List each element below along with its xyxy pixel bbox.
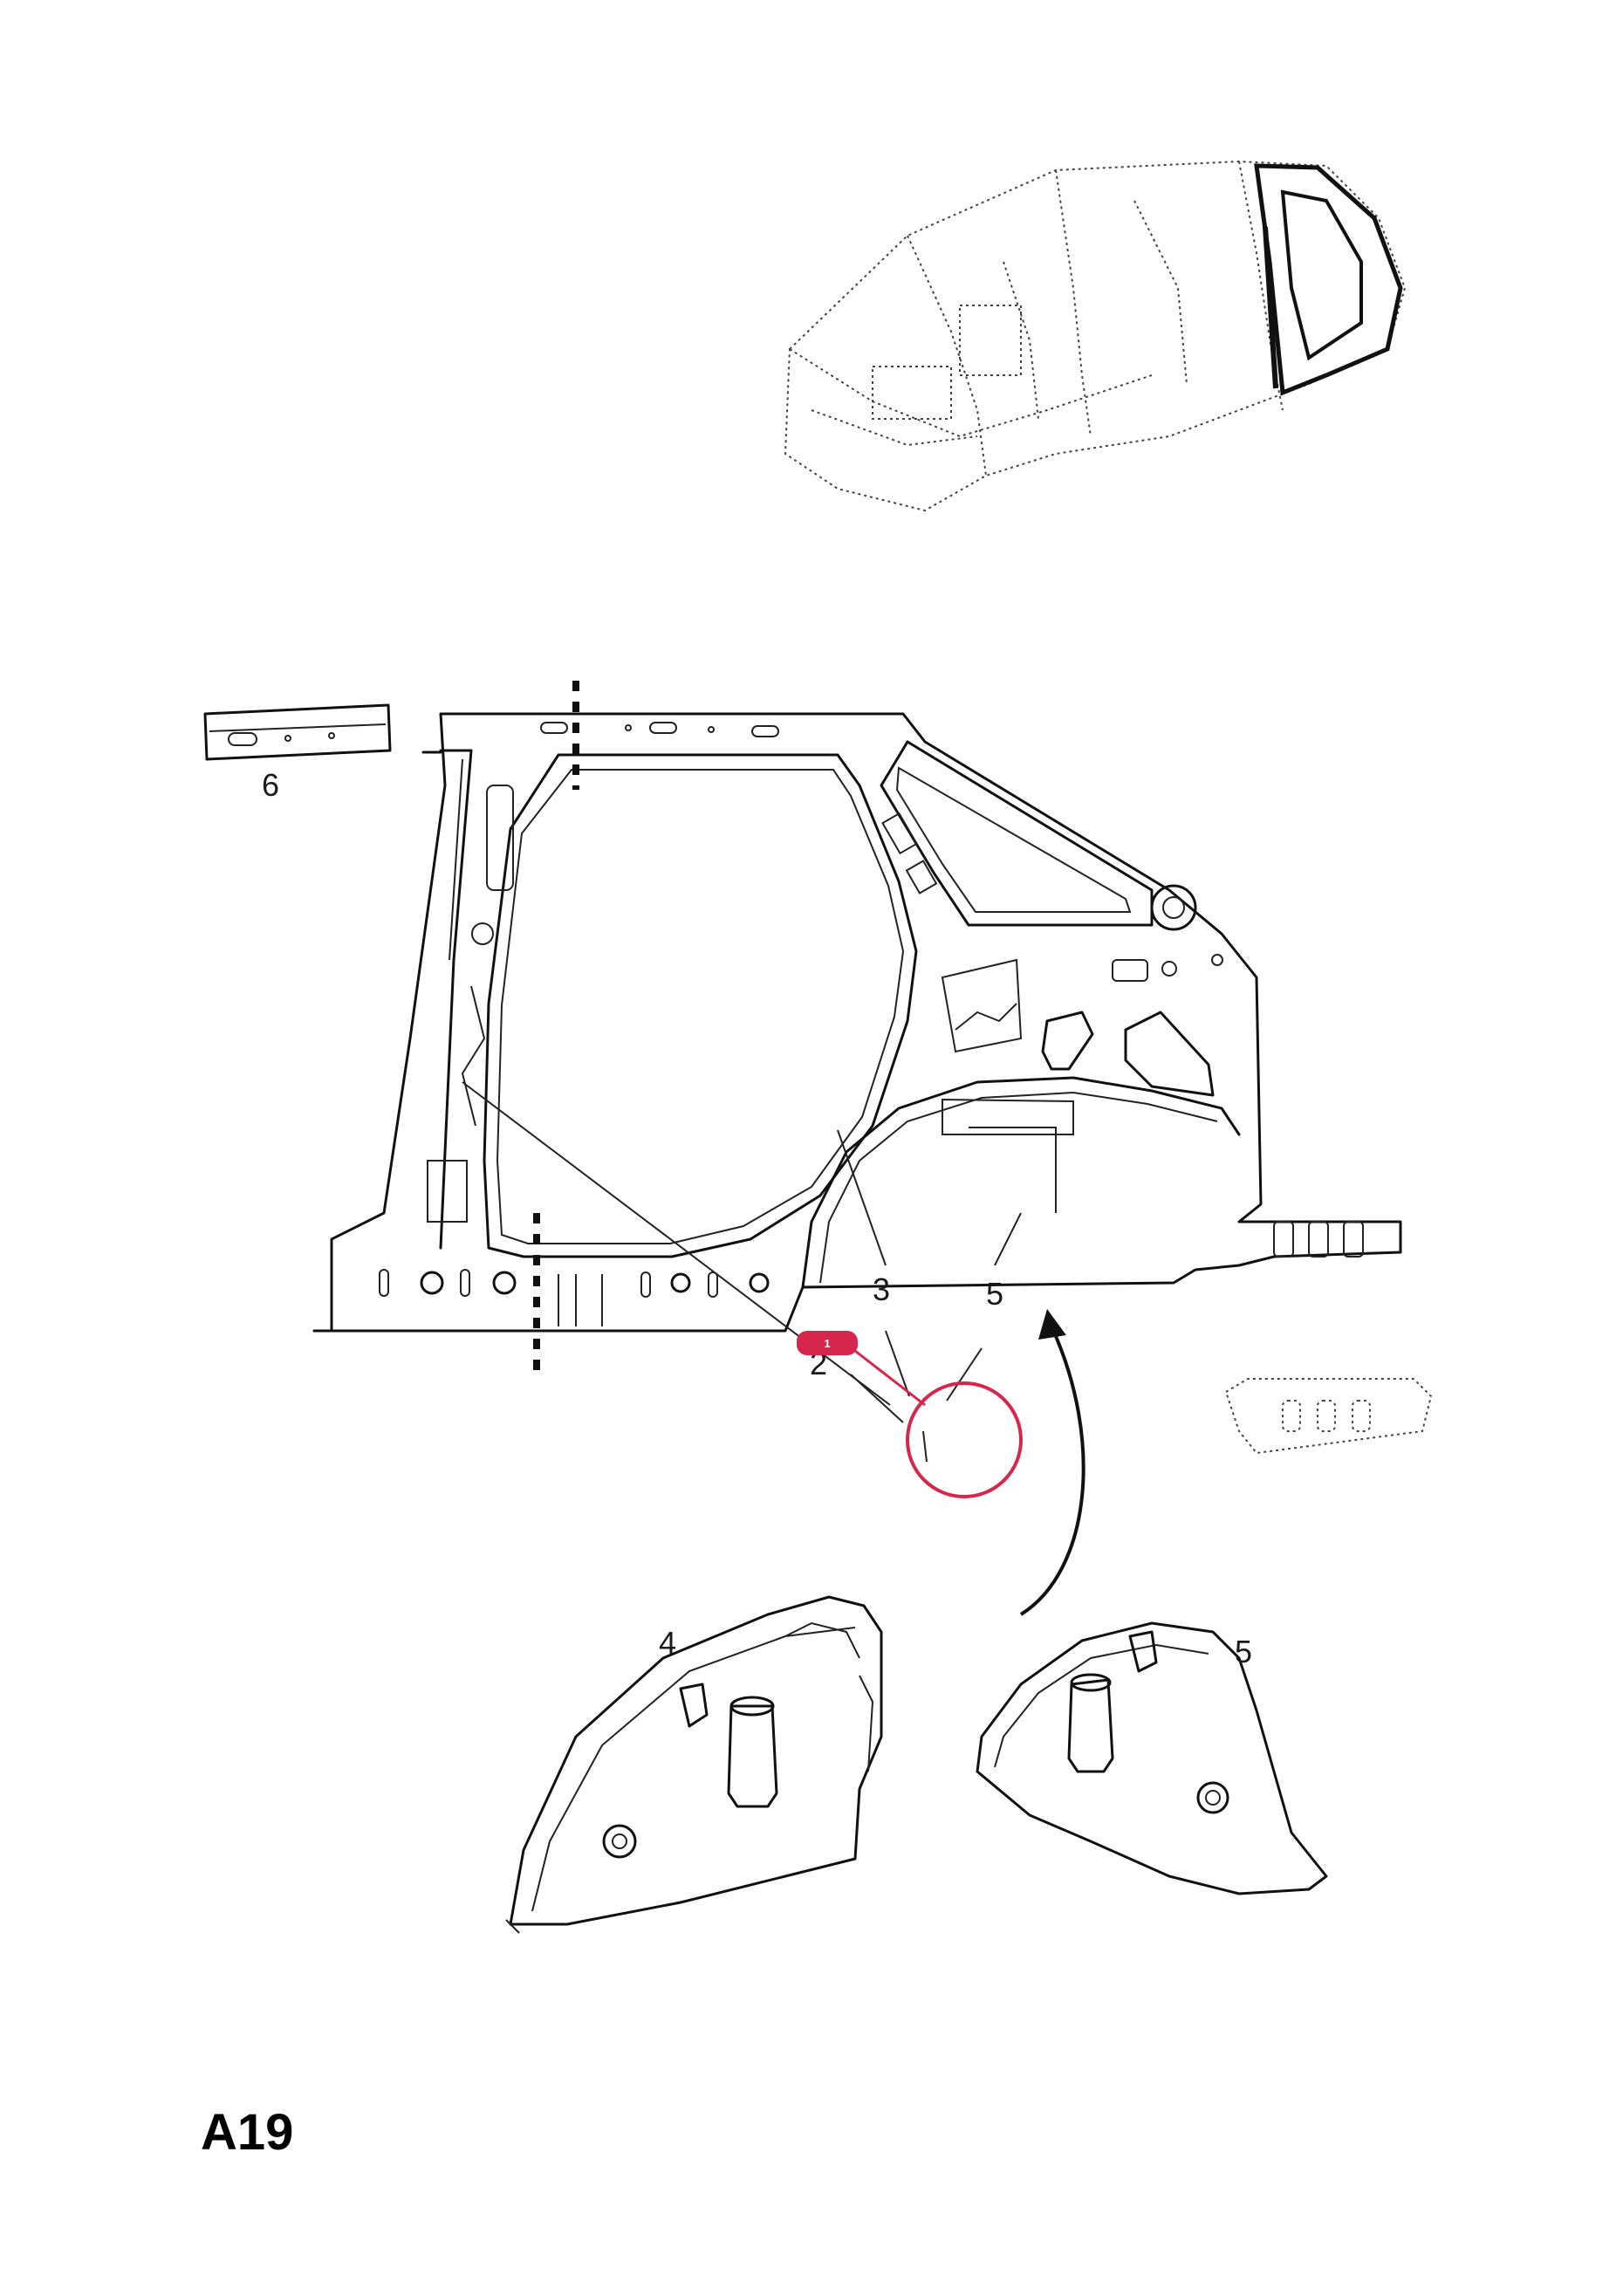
callout-3: 3 — [873, 1271, 890, 1307]
callout-5-upper: 5 — [986, 1276, 1003, 1312]
side-panel — [312, 712, 1402, 1333]
leader-lines — [462, 1081, 1022, 1463]
rear-sill-extension-dotted — [1224, 1378, 1433, 1455]
callout-4: 4 — [659, 1625, 676, 1661]
vehicle-overview — [784, 160, 1407, 512]
highlight-circle[interactable] — [906, 1381, 1023, 1498]
part-6-roof-rail — [203, 703, 392, 761]
svg-text:1: 1 — [824, 1337, 830, 1350]
callout-5-lower: 5 — [1235, 1634, 1252, 1669]
page-code: A19 — [201, 2104, 294, 2161]
part-5-wheelhouse-outer — [976, 1621, 1328, 1895]
callout-6: 6 — [262, 767, 279, 803]
highlight-leader — [854, 1349, 926, 1407]
callout-badge-1[interactable]: 1 — [797, 1331, 858, 1355]
curved-arrow-icon — [1019, 1309, 1085, 1616]
part-4-wheelhouse-inner — [505, 1595, 883, 1934]
